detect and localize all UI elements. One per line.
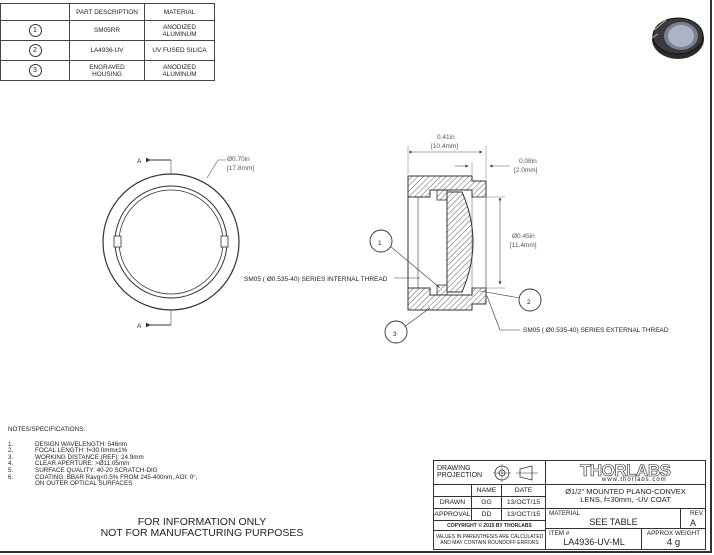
balloon-2	[518, 288, 542, 312]
balloon-3	[384, 320, 408, 344]
list-item: 1.DESIGN WAVELENGTH: 546nm	[8, 440, 128, 448]
notes-heading: NOTES/SPECIFICATIONS:	[8, 426, 86, 433]
drawn-name: GG	[472, 497, 502, 509]
revision-value: A	[689, 518, 696, 528]
copyright: COPYRIGHT © 2015 BY THORLABS	[434, 521, 546, 531]
aperture-value: Ø0.45in	[512, 233, 535, 240]
external-thread-label: SM05 ( Ø0.535-40) SERIES EXTERNAL THREAD	[523, 327, 669, 334]
aperture-value-mm: [11.4mm]	[510, 242, 537, 249]
inner-ring	[114, 185, 228, 299]
parts-table-header: PART DESCRIPTION MATERIAL	[0, 3, 215, 21]
weight-cell: APPROX WEIGHT 4 g	[642, 529, 705, 549]
balloon-1	[369, 229, 393, 253]
notes-specifications: NOTES/SPECIFICATIONS: 1.DESIGN WAVELENGT…	[8, 426, 198, 488]
length-value: 0.41in	[437, 134, 455, 141]
section-label-top: A	[137, 158, 142, 165]
list-item: 6.COATING: BBAR Ravg<0.5% FROM 245-400nm…	[8, 473, 198, 481]
approval-label: APPROVAL	[434, 509, 472, 521]
part-number-cell: 3	[0, 60, 70, 81]
part-balloon: 2	[28, 44, 42, 57]
approval-date: 13/OCT/15	[502, 509, 546, 521]
retaining-slot-right	[220, 235, 229, 248]
internal-thread-label: SM05 ( Ø0.535-40) SERIES INTERNAL THREAD	[244, 276, 388, 283]
retaining-slot-left	[113, 235, 122, 248]
lip-value-mm: [2.0mm]	[514, 167, 538, 174]
part-balloon: 3	[28, 64, 42, 77]
front-diameter: Ø0.70in	[227, 156, 250, 163]
list-item-continued: ON OUTER OPTICAL SURFACES	[35, 480, 133, 488]
brand-cell: THORLABS www.thorlabs.com	[546, 461, 705, 485]
name-header: NAME	[472, 485, 502, 497]
balloon-3-label: 3	[393, 331, 397, 338]
length-value-mm: [10.4mm]	[431, 143, 458, 150]
parts-table: PART DESCRIPTION MATERIAL 1 SM05RR ANODI…	[0, 3, 215, 81]
approval-name: DD	[472, 509, 502, 521]
balloon-1-label: 1	[378, 240, 382, 247]
external-thread-leader	[486, 295, 501, 331]
list-item: 3.WORKING DISTANCE (REF): 24.9mm	[8, 453, 144, 461]
revision-cell: REV A	[681, 509, 705, 529]
list-item: 2.FOCAL LENGTH: f=30.0mm±1%	[8, 447, 128, 455]
aperture-ring	[118, 189, 224, 295]
outer-ring	[102, 173, 240, 311]
list-item: 5.SURFACE QUALITY: 40-20 SCRATCH-DIG	[8, 466, 158, 474]
weight-value: 4 g	[666, 537, 681, 548]
diameter-leader	[206, 159, 226, 179]
front-view: A A Ø0.70in [17.8mm]	[102, 156, 254, 330]
lens-element	[446, 191, 474, 293]
item-number: LA4936-UV-ML	[563, 537, 625, 547]
item-cell: ITEM # LA4936-UV-ML	[546, 529, 642, 549]
thorlabs-url: www.thorlabs.com	[602, 477, 667, 483]
thorlabs-logo: THORLABS	[580, 461, 672, 481]
disclaimer: FOR INFORMATION ONLY NOT FOR MANUFACTURI…	[92, 517, 312, 539]
disclaimer-line-2: NOT FOR MANUFACTURING PURPOSES	[100, 527, 304, 539]
balloon-2-label: 2	[527, 299, 531, 306]
date-header: DATE	[502, 485, 546, 497]
disclaimer-line-1: FOR INFORMATION ONLY	[137, 516, 267, 528]
third-angle-projection-icon	[493, 464, 538, 482]
front-diameter-mm: [17.8mm]	[227, 165, 254, 172]
drawn-date: 13/OCT/15	[502, 497, 546, 509]
list-item: 4.CLEAR APERTURE: >Ø11.05mm	[8, 460, 130, 468]
product-photo	[651, 17, 704, 59]
part-balloon: 1	[28, 24, 42, 37]
material-cell: MATERIAL SEE TABLE	[546, 509, 681, 529]
lip-value: 0.08in	[519, 158, 537, 165]
section-label-bottom: A	[137, 323, 142, 330]
retaining-ring-top	[436, 189, 448, 201]
drawn-label: DRAWN	[434, 497, 472, 509]
material-value: SEE TABLE	[589, 517, 638, 527]
section-view: 0.41in [10.4mm] 0.08in [2.0mm] Ø0.45in […	[244, 134, 669, 344]
